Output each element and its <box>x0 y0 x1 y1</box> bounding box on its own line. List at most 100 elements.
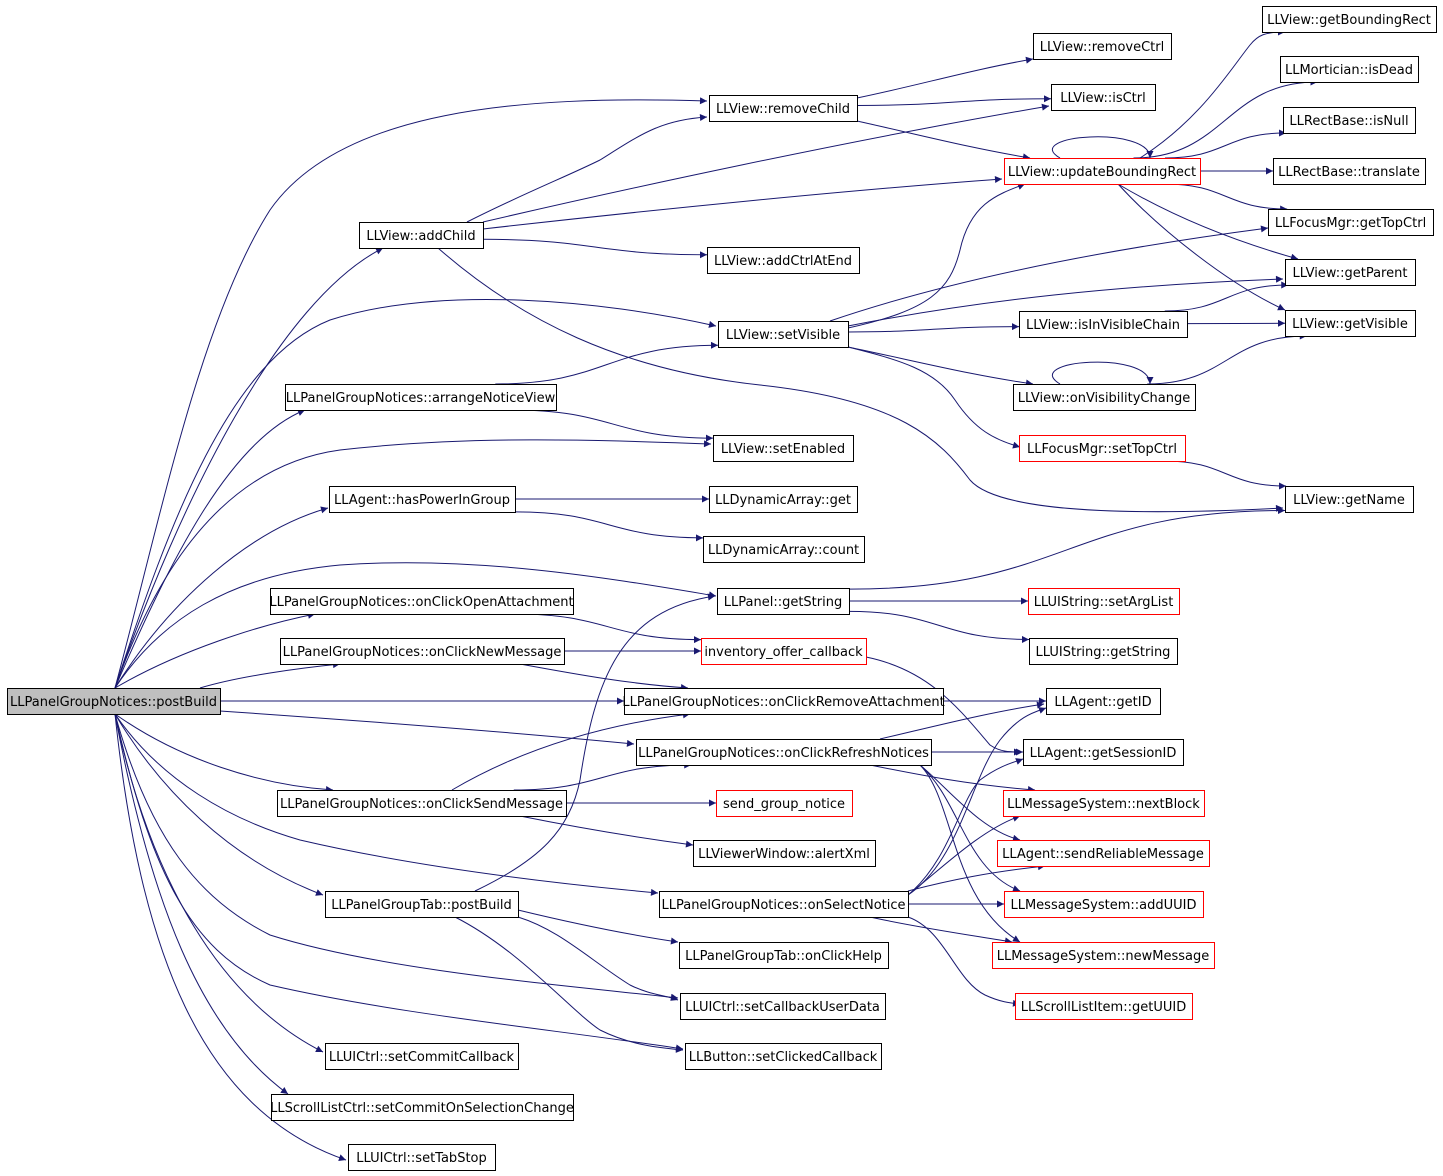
node-box[interactable] <box>703 536 865 563</box>
node-getUUID[interactable]: LLScrollListItem::getUUID <box>1015 993 1193 1020</box>
node-box[interactable] <box>716 790 853 817</box>
node-box[interactable] <box>1051 84 1156 111</box>
node-setEnabled[interactable]: LLView::setEnabled <box>713 435 854 462</box>
node-translate[interactable]: LLRectBase::translate <box>1273 158 1426 185</box>
node-box[interactable] <box>707 247 860 274</box>
node-tabPostBuild[interactable]: LLPanelGroupTab::postBuild <box>325 891 519 918</box>
node-box[interactable] <box>270 588 574 615</box>
node-updateBoundingRect[interactable]: LLView::updateBoundingRect <box>1004 158 1201 185</box>
node-box[interactable] <box>359 222 484 249</box>
node-setVisible[interactable]: LLView::setVisible <box>718 321 849 348</box>
node-box[interactable] <box>713 435 854 462</box>
node-box[interactable] <box>1019 435 1186 462</box>
node-box[interactable] <box>280 638 565 665</box>
node-onClickHelp[interactable]: LLPanelGroupTab::onClickHelp <box>679 942 889 969</box>
node-box[interactable] <box>1285 486 1414 513</box>
node-onClickSendMessage[interactable]: LLPanelGroupNotices::onClickSendMessage <box>277 790 567 817</box>
node-box[interactable] <box>348 1144 496 1171</box>
node-box[interactable] <box>717 588 850 615</box>
node-box[interactable] <box>1262 6 1437 33</box>
node-isDead[interactable]: LLMortician::isDead <box>1280 56 1419 83</box>
node-removeChild[interactable]: LLView::removeChild <box>709 95 858 122</box>
node-box[interactable] <box>992 942 1215 969</box>
node-box[interactable] <box>709 95 858 122</box>
node-box[interactable] <box>325 891 519 918</box>
node-box[interactable] <box>1003 790 1205 817</box>
node-box[interactable] <box>659 891 909 918</box>
node-setTopCtrl[interactable]: LLFocusMgr::setTopCtrl <box>1019 435 1186 462</box>
node-setCallbackUserData[interactable]: LLUICtrl::setCallbackUserData <box>680 993 886 1020</box>
node-box[interactable] <box>624 688 944 715</box>
node-box[interactable] <box>1023 739 1184 766</box>
node-box[interactable] <box>1019 311 1188 338</box>
node-box[interactable] <box>693 840 876 867</box>
node-box[interactable] <box>1273 158 1426 185</box>
node-box[interactable] <box>685 1043 882 1070</box>
node-isInVisibleChain[interactable]: LLView::isInVisibleChain <box>1019 311 1188 338</box>
node-box[interactable] <box>997 840 1210 867</box>
node-box[interactable] <box>1283 107 1416 134</box>
node-uiGetString[interactable]: LLUIString::getString <box>1029 638 1178 665</box>
node-box[interactable] <box>680 993 886 1020</box>
node-alertXml[interactable]: LLViewerWindow::alertXml <box>693 840 876 867</box>
node-box[interactable] <box>718 321 849 348</box>
node-setClickedCallback[interactable]: LLButton::setClickedCallback <box>685 1043 882 1070</box>
node-newMessage[interactable]: LLMessageSystem::newMessage <box>992 942 1215 969</box>
node-box[interactable] <box>701 638 867 665</box>
node-inventoryOffer[interactable]: inventory_offer_callback <box>701 638 867 665</box>
node-addCtrlAtEnd[interactable]: LLView::addCtrlAtEnd <box>707 247 860 274</box>
node-box[interactable] <box>285 384 557 411</box>
node-setArgList[interactable]: LLUIString::setArgList <box>1028 588 1180 615</box>
node-arrangeNoticeView[interactable]: LLPanelGroupNotices::arrangeNoticeView <box>285 384 557 411</box>
node-isNull[interactable]: LLRectBase::isNull <box>1283 107 1416 134</box>
node-sendReliableMessage[interactable]: LLAgent::sendReliableMessage <box>997 840 1210 867</box>
node-daCount[interactable]: LLDynamicArray::count <box>703 536 865 563</box>
node-box[interactable] <box>1028 588 1180 615</box>
node-box[interactable] <box>636 739 932 766</box>
node-getSessionID[interactable]: LLAgent::getSessionID <box>1023 739 1184 766</box>
node-box[interactable] <box>329 486 516 513</box>
node-onClickRefreshNotices[interactable]: LLPanelGroupNotices::onClickRefreshNotic… <box>636 739 932 766</box>
node-sendGroupNotice[interactable]: send_group_notice <box>716 790 853 817</box>
node-getName[interactable]: LLView::getName <box>1285 486 1414 513</box>
node-onClickOpenAttachment[interactable]: LLPanelGroupNotices::onClickOpenAttachme… <box>269 588 574 615</box>
node-getParent[interactable]: LLView::getParent <box>1285 259 1416 286</box>
node-box[interactable] <box>277 790 567 817</box>
node-box[interactable] <box>1268 209 1434 236</box>
node-onClickRemoveAttachment[interactable]: LLPanelGroupNotices::onClickRemoveAttach… <box>622 688 945 715</box>
node-panelGetString[interactable]: LLPanel::getString <box>717 588 850 615</box>
node-nextBlock[interactable]: LLMessageSystem::nextBlock <box>1003 790 1205 817</box>
node-box[interactable] <box>709 486 858 513</box>
node-getID[interactable]: LLAgent::getID <box>1046 688 1161 715</box>
node-box[interactable] <box>679 942 889 969</box>
node-box[interactable] <box>1004 891 1204 918</box>
node-removeCtrl[interactable]: LLView::removeCtrl <box>1033 33 1172 60</box>
node-setCommitOnSelectionChange[interactable]: LLScrollListCtrl::setCommitOnSelectionCh… <box>270 1094 574 1121</box>
node-isCtrl[interactable]: LLView::isCtrl <box>1051 84 1156 111</box>
node-box[interactable] <box>1013 384 1196 411</box>
node-box[interactable] <box>271 1094 574 1121</box>
node-hasPowerInGroup[interactable]: LLAgent::hasPowerInGroup <box>329 486 516 513</box>
node-onClickNewMessage[interactable]: LLPanelGroupNotices::onClickNewMessage <box>280 638 565 665</box>
node-setTabStop[interactable]: LLUICtrl::setTabStop <box>348 1144 496 1171</box>
node-getVisible[interactable]: LLView::getVisible <box>1285 310 1416 337</box>
node-daGet[interactable]: LLDynamicArray::get <box>709 486 858 513</box>
node-box[interactable] <box>1015 993 1193 1020</box>
node-onVisibilityChange[interactable]: LLView::onVisibilityChange <box>1013 384 1196 411</box>
node-box[interactable] <box>1280 56 1419 83</box>
node-box[interactable] <box>1285 259 1416 286</box>
node-onSelectNotice[interactable]: LLPanelGroupNotices::onSelectNotice <box>659 891 909 918</box>
node-box[interactable] <box>1033 33 1172 60</box>
node-box[interactable] <box>1029 638 1178 665</box>
node-addChild[interactable]: LLView::addChild <box>359 222 484 249</box>
node-box[interactable] <box>7 688 221 715</box>
node-getBoundingRect[interactable]: LLView::getBoundingRect <box>1262 6 1437 33</box>
node-box[interactable] <box>325 1043 519 1070</box>
node-box[interactable] <box>1046 688 1161 715</box>
node-getTopCtrl[interactable]: LLFocusMgr::getTopCtrl <box>1268 209 1434 236</box>
node-addUUID[interactable]: LLMessageSystem::addUUID <box>1004 891 1204 918</box>
node-box[interactable] <box>1004 158 1201 185</box>
node-box[interactable] <box>1285 310 1416 337</box>
node-setCommitCallback[interactable]: LLUICtrl::setCommitCallback <box>325 1043 519 1070</box>
node-postBuild[interactable]: LLPanelGroupNotices::postBuild <box>7 688 221 715</box>
